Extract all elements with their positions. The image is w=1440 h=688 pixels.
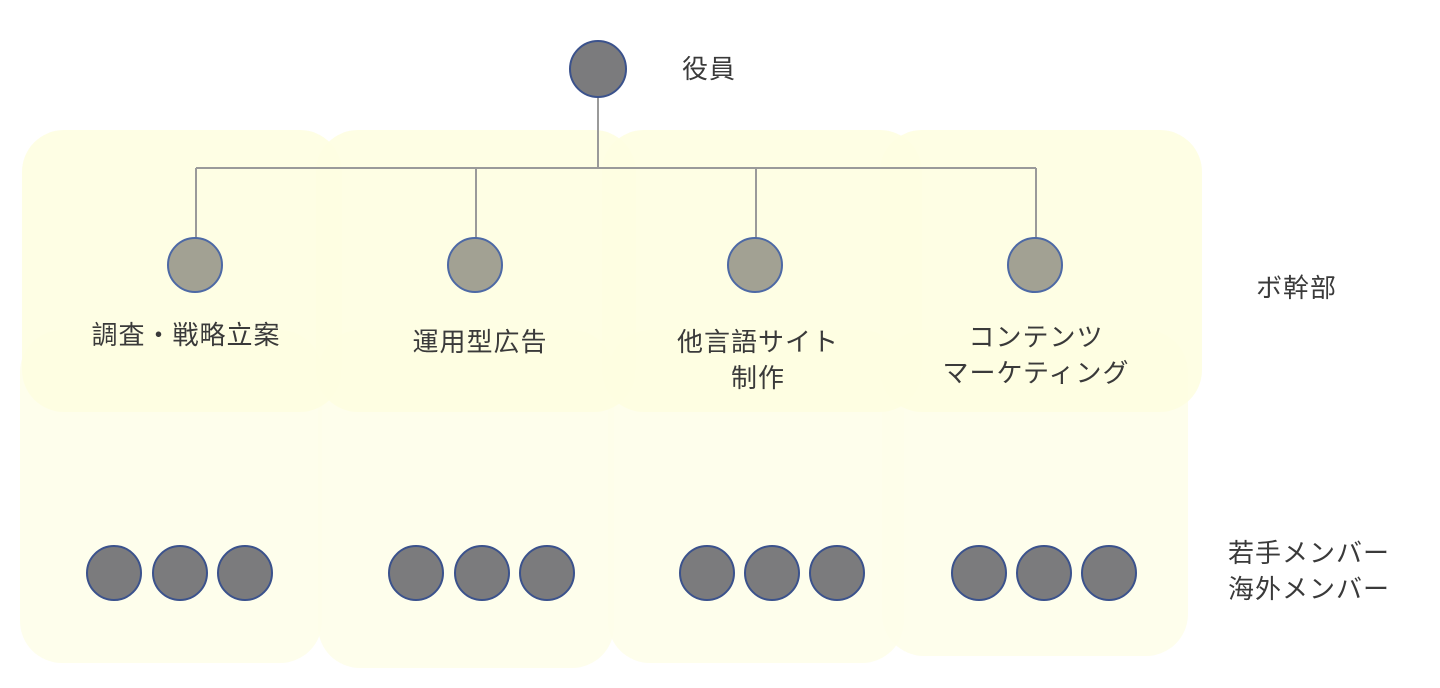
- member-node-2-2: [454, 545, 510, 601]
- lead-node-2: [447, 237, 503, 293]
- exec-node: [569, 40, 627, 98]
- management-level-label: ボ幹部: [1256, 274, 1338, 304]
- member-node-2-1: [388, 545, 444, 601]
- department-label-3: 他言語サイト 制作: [628, 325, 888, 397]
- department-label-4: コンテンツ マーケティング: [906, 320, 1166, 392]
- department-label-4-line1: コンテンツ: [968, 323, 1104, 353]
- lead-node-1: [167, 237, 223, 293]
- department-label-2-line1: 運用型広告: [412, 328, 548, 358]
- member-level-label: 若手メンバー 海外メンバー: [1228, 536, 1390, 608]
- member-node-1-3: [217, 545, 273, 601]
- department-label-2: 運用型広告: [350, 325, 610, 361]
- member-node-4-3: [1081, 545, 1137, 601]
- member-node-1-2: [152, 545, 208, 601]
- member-node-1-1: [86, 545, 142, 601]
- member-node-3-2: [744, 545, 800, 601]
- department-label-4-line2: マーケティング: [942, 359, 1130, 389]
- member-node-4-1: [951, 545, 1007, 601]
- member-node-2-3: [519, 545, 575, 601]
- lead-node-3: [727, 237, 783, 293]
- member-level-label-line1: 若手メンバー: [1228, 539, 1391, 569]
- department-label-3-line1: 他言語サイト: [676, 328, 839, 358]
- department-label-1-line1: 調査・戦略立案: [91, 321, 281, 351]
- exec-label: 役員: [682, 55, 737, 85]
- department-label-3-line2: 制作: [730, 364, 785, 394]
- department-label-1: 調査・戦略立案: [56, 318, 316, 354]
- member-node-3-3: [809, 545, 865, 601]
- member-node-3-1: [679, 545, 735, 601]
- member-node-4-2: [1016, 545, 1072, 601]
- member-level-label-line2: 海外メンバー: [1228, 575, 1391, 605]
- lead-node-4: [1007, 237, 1063, 293]
